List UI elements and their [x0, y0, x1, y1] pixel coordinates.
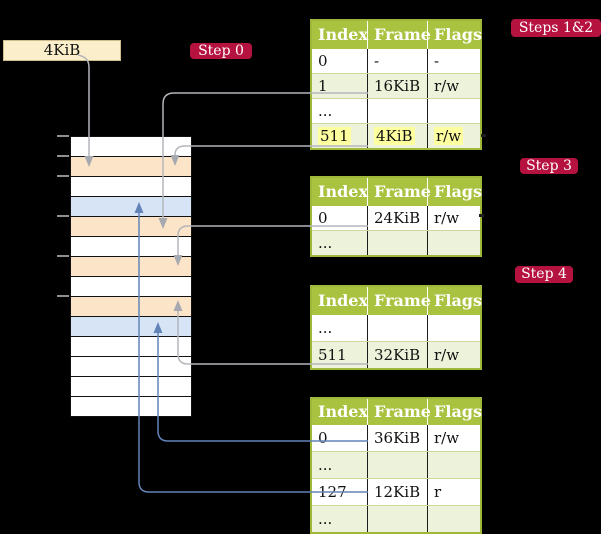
table-cell	[427, 506, 480, 532]
badge-steps-1-2: Steps 1&2	[511, 19, 601, 37]
table-cell: ...	[318, 456, 333, 474]
memory-frame-row-10-blue	[71, 317, 191, 337]
table-cell: 511	[312, 124, 367, 148]
table-row-index-511: 511 4KiB r/w	[312, 123, 480, 148]
table-cell: 16KiB	[367, 74, 427, 98]
table-row-index-dots: ...	[312, 315, 480, 341]
table-cell: ...	[318, 510, 333, 528]
address-tick	[57, 215, 69, 217]
table-cell: 24KiB	[367, 206, 427, 230]
table-cell: 0	[318, 209, 328, 227]
table-cell	[367, 315, 427, 341]
memory-frame-row-1-white	[71, 137, 191, 157]
address-tick	[57, 295, 69, 297]
table-cell	[367, 506, 427, 532]
column-header-index: Index	[318, 25, 369, 44]
table-cell: -	[367, 49, 427, 73]
table-cell: r/w	[427, 425, 480, 451]
memory-frame-row-2-peach	[71, 157, 191, 177]
table-cell: -	[427, 49, 480, 73]
table-cell	[427, 99, 480, 123]
badge-step-3: Step 3	[520, 158, 578, 174]
table-cell: r/w	[427, 124, 480, 148]
table-cell: ...	[318, 234, 333, 252]
address-tick	[57, 255, 69, 257]
memory-frame-row-3-white	[71, 177, 191, 197]
column-header-frame: Frame	[367, 178, 431, 206]
table-cell: 0	[318, 429, 328, 447]
memory-frame-row-7-peach	[71, 257, 191, 277]
memory-frame-row-8-white	[71, 277, 191, 297]
table-cell: r/w	[427, 74, 480, 98]
table-cell: ...	[318, 319, 333, 337]
table-cell: r/w	[427, 342, 480, 368]
table-cell	[367, 99, 427, 123]
table-cell: 4KiB	[367, 124, 427, 148]
table-row-index-dots: ...	[312, 451, 480, 478]
frame-4kib-box: 4KiB	[3, 40, 121, 61]
memory-frame-row-5-peach	[71, 217, 191, 237]
table-cell	[427, 452, 480, 478]
badge-step-4: Step 4	[515, 266, 573, 283]
column-header-frame: Frame	[367, 287, 431, 315]
memory-frame-row-9-peach	[71, 297, 191, 317]
table-cell	[427, 231, 480, 255]
table-cell: 0	[318, 52, 328, 70]
frame-4kib-label: 4KiB	[43, 41, 81, 59]
column-header-flags: Flags	[427, 178, 482, 206]
memory-frame-row-13-white	[71, 377, 191, 397]
memory-frame-row-12-white	[71, 357, 191, 377]
badge-step-0: Step 0	[190, 43, 252, 59]
column-header-frame: Frame	[367, 399, 431, 425]
column-header-flags: Flags	[427, 399, 482, 425]
table-cell: 32KiB	[367, 342, 427, 368]
column-header-index: Index	[318, 402, 369, 421]
table-cell: 127	[318, 483, 347, 501]
table-cell	[427, 315, 480, 341]
address-tick	[57, 135, 69, 137]
table-row-index-dots: ...	[312, 230, 480, 255]
memory-frame-row-14-white	[71, 397, 191, 416]
column-header-index: Index	[318, 291, 369, 310]
highlighted-value: 511	[318, 127, 351, 145]
memory-frame-row-11-white	[71, 337, 191, 357]
column-header-flags: Flags	[427, 21, 482, 49]
memory-frame-row-4-blue	[71, 197, 191, 217]
table-cell	[367, 231, 427, 255]
address-tick	[57, 175, 69, 177]
address-tick	[57, 155, 69, 157]
memory-frame-row-6-white	[71, 237, 191, 257]
highlighted-value: 4KiB	[374, 127, 415, 145]
table-cell: r/w	[427, 206, 480, 230]
column-header-index: Index	[318, 182, 369, 201]
highlighted-value: r/w	[434, 127, 464, 145]
table-cell: r	[427, 479, 480, 505]
table-row-index-0: 0 --	[312, 49, 480, 73]
table-cell: 36KiB	[367, 425, 427, 451]
table-cell: 1	[318, 77, 328, 95]
table-cell: 12KiB	[367, 479, 427, 505]
table-cell: 511	[318, 346, 347, 364]
table-row-index-dots: ...	[312, 98, 480, 123]
table-cell	[367, 452, 427, 478]
column-header-frame: Frame	[367, 21, 431, 49]
physical-memory-stack	[70, 136, 192, 417]
table-cell: ...	[318, 102, 333, 120]
column-header-flags: Flags	[427, 287, 482, 315]
